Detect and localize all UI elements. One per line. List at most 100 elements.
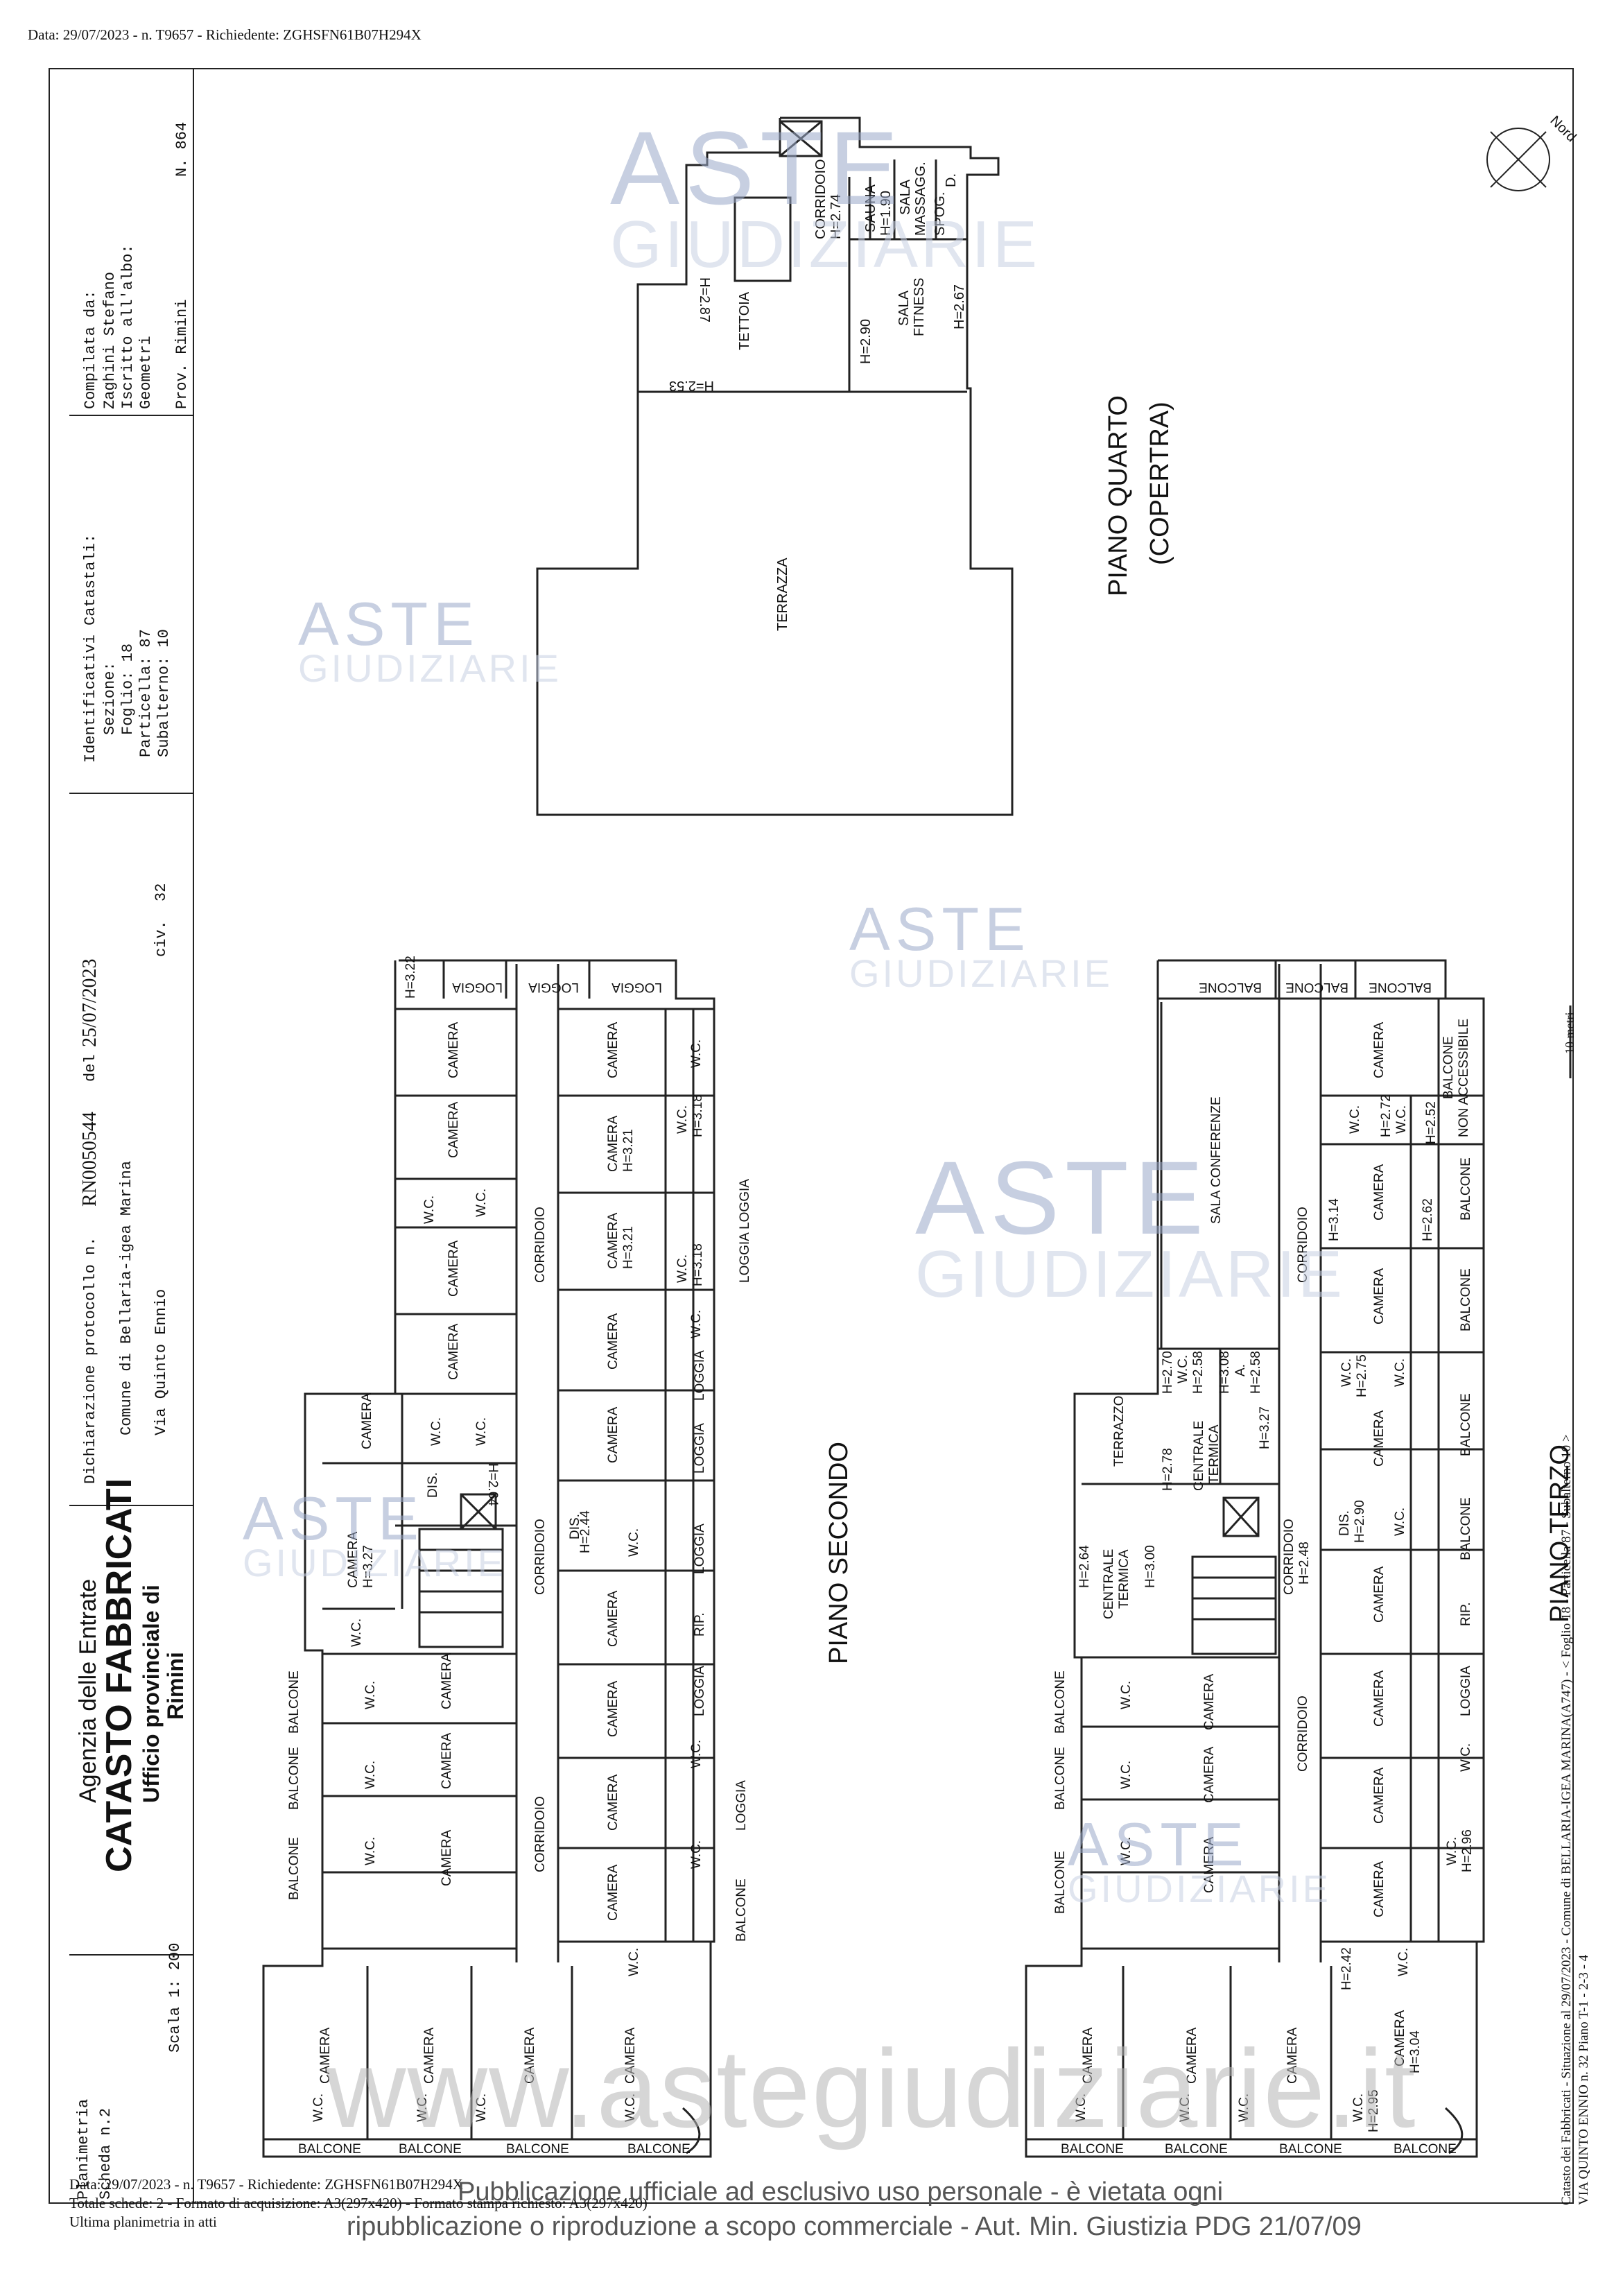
label-h272: H=2.72 [1379, 1094, 1394, 1137]
second-floor-labels: H=3.22 LOGGIA LOGGIA LOGGIA CAMERA CAMER… [287, 956, 752, 2157]
label-d: D. [944, 173, 959, 187]
drawing-frame [49, 68, 1574, 2204]
label-sala-conferenze: SALA CONFERENZE [1209, 1096, 1224, 1224]
label-h264-3: H=2.64 [1077, 1545, 1092, 1588]
label-loggia-2-3: LOGGIA [693, 1524, 707, 1574]
fourth-floor-labels: CORRIDOIO H=2.74 SAUNA H=1.90 SALA MASSA… [669, 159, 967, 631]
label-wc-3-16: W.C. [1351, 2094, 1366, 2122]
label-wc-2-20: W.C. [623, 2094, 638, 2122]
label-camera-2-22: CAMERA [623, 2027, 638, 2084]
title-piano-secondo: PIANO SECONDO [824, 1442, 853, 1664]
label-camera-2-3: CAMERA [446, 1240, 461, 1297]
label-loggia-2-5: LOGGIA [734, 1780, 749, 1831]
label-camera-2-12: CAMERA [606, 1590, 620, 1647]
label-balcone-3-l1: BALCONE [1053, 1671, 1068, 1734]
label-h300: H=3.00 [1143, 1545, 1158, 1588]
label-wc-2-8: W.C. [675, 1254, 690, 1283]
label-camera-2-15: CAMERA [606, 1864, 620, 1921]
label-wc-2-13: W.C. [627, 1948, 641, 1976]
label-wc-3-1: W.C. [1348, 1105, 1362, 1134]
label-wc-3-2: W.C. [1394, 1105, 1409, 1134]
label-balcone-2-b4: BALCONE [627, 2142, 691, 2157]
label-rip: RIP. [693, 1612, 707, 1637]
label-loggia-top-2: LOGGIA [528, 980, 579, 994]
label-camera-3-3: CAMERA [1372, 1268, 1387, 1324]
label-h322: H=3.22 [403, 956, 418, 999]
label-wc-3-13: W.C. [1074, 2094, 1088, 2122]
notice-line1: Pubblicazione ufficiale ad esclusivo uso… [458, 2177, 1224, 2207]
label-h296: H=2.96 [1460, 1829, 1475, 1872]
label-camera-2-18: CAMERA [440, 1829, 454, 1886]
label-balcone-2-b1: BALCONE [298, 2142, 361, 2157]
label-h304: H=3.04 [1408, 2030, 1423, 2073]
label-wc-2-19: W.C. [474, 2094, 489, 2122]
label-h267: H=2.67 [952, 284, 967, 329]
label-h327-3: H=3.27 [1258, 1406, 1272, 1449]
label-wc-2-7: W.C. [675, 1105, 690, 1134]
label-balcone-2-r: BALCONE [734, 1879, 749, 1942]
label-dis-3: DIS. [1337, 1510, 1352, 1536]
side-footer-line2: VIA QUINTO ENNIO n. 32 Piano T-1 - 2-3 -… [1577, 1954, 1591, 2205]
label-corridoio-2-3: CORRIDOIO [533, 1796, 548, 1872]
label-camera-2-13: CAMERA [606, 1680, 620, 1737]
label-balcone-2-3: BALCONE [287, 1837, 302, 1900]
label-wc-2-4: W.C. [474, 1417, 489, 1446]
label-wc-2-15: W.C. [363, 1761, 378, 1789]
label-wc-3-9: W.C. [1176, 1355, 1190, 1383]
label-camera-2-19: CAMERA [318, 2027, 333, 2084]
label-h270: H=2.70 [1161, 1351, 1175, 1394]
label-dis-2-1: DIS. [426, 1472, 440, 1498]
label-h308: H=3.08 [1217, 1351, 1232, 1394]
label-loggia-2-1: LOGGIA [693, 1350, 707, 1401]
label-balcone-2-b3: BALCONE [506, 2142, 569, 2157]
label-loggia-2-4: LOGGIA [693, 1666, 707, 1716]
label-balcone-3-b4: BALCONE [1394, 2142, 1457, 2157]
label-spog: SPOG. [932, 192, 948, 236]
label-wc-2-9: W.C. [689, 1310, 704, 1338]
label-h262: H=2.62 [1421, 1198, 1435, 1241]
label-dis-2-2: DIS. [568, 1514, 582, 1539]
label-camera-2-14: CAMERA [606, 1774, 620, 1831]
label-camera-2-9: CAMERA [606, 1212, 620, 1269]
label-corridoio-2-1: CORRIDOIO [533, 1207, 548, 1283]
label-camera-2-4: CAMERA [446, 1323, 461, 1380]
label-balcone-3-b3: BALCONE [1279, 2142, 1342, 2157]
label-h321-2: H=3.21 [621, 1226, 636, 1269]
label-balcone-2-b2: BALCONE [399, 2142, 462, 2157]
label-h318-2: H=3.18 [691, 1243, 705, 1286]
label-wc-3-4: W.C. [1393, 1358, 1407, 1387]
label-termica-1: TERMICA [1207, 1424, 1222, 1484]
label-camera-3-15: CAMERA [1393, 2010, 1407, 2066]
label-camera-3-10: CAMERA [1202, 1746, 1217, 1803]
label-h258-1: H=2.58 [1191, 1351, 1206, 1394]
label-centrale-2: CENTRALE [1102, 1549, 1116, 1619]
label-camera-2-11: CAMERA [606, 1406, 620, 1463]
label-h252: H=2.52 [1424, 1101, 1439, 1144]
bottom-footer-line1: Data: 29/07/2023 - n. T9657 - Richiedent… [69, 2176, 463, 2193]
label-balcone-3-r3: BALCONE [1459, 1393, 1473, 1456]
label-balcone-3-t3: BALCONE [1369, 980, 1432, 994]
label-wc-2-14: W.C. [363, 1681, 378, 1709]
label-h290-3: H=2.90 [1353, 1500, 1367, 1543]
label-terrazza: TERRAZZA [775, 558, 790, 631]
label-h248: H=2.48 [1297, 1542, 1312, 1585]
label-h253: H=2.53 [669, 378, 714, 393]
label-wc-2-17: W.C. [311, 2094, 326, 2122]
label-camera-3-5: CAMERA [1372, 1566, 1387, 1623]
label-wc-2-6: W.C. [689, 1039, 704, 1068]
label-corridoio-h-4: H=2.74 [828, 194, 844, 239]
label-wc-3-3: W.C. [1339, 1358, 1354, 1387]
label-h327-2: H=3.27 [361, 1545, 376, 1588]
label-camera-3-4: CAMERA [1372, 1410, 1387, 1467]
label-wc-3-7: W.C. [1445, 1837, 1459, 1865]
label-wc-2-12: W.C. [689, 1840, 704, 1869]
label-camera-2-2: CAMERA [446, 1101, 461, 1158]
request-header: Data: 29/07/2023 - n. T9657 - Richiedent… [28, 26, 422, 43]
label-wc-3-10: W.C. [1119, 1681, 1134, 1709]
label-balcone-3-l3: BALCONE [1053, 1851, 1068, 1914]
label-camera-3-9: CAMERA [1202, 1673, 1217, 1730]
label-balcone-3-t2: BALCONE [1285, 980, 1348, 994]
